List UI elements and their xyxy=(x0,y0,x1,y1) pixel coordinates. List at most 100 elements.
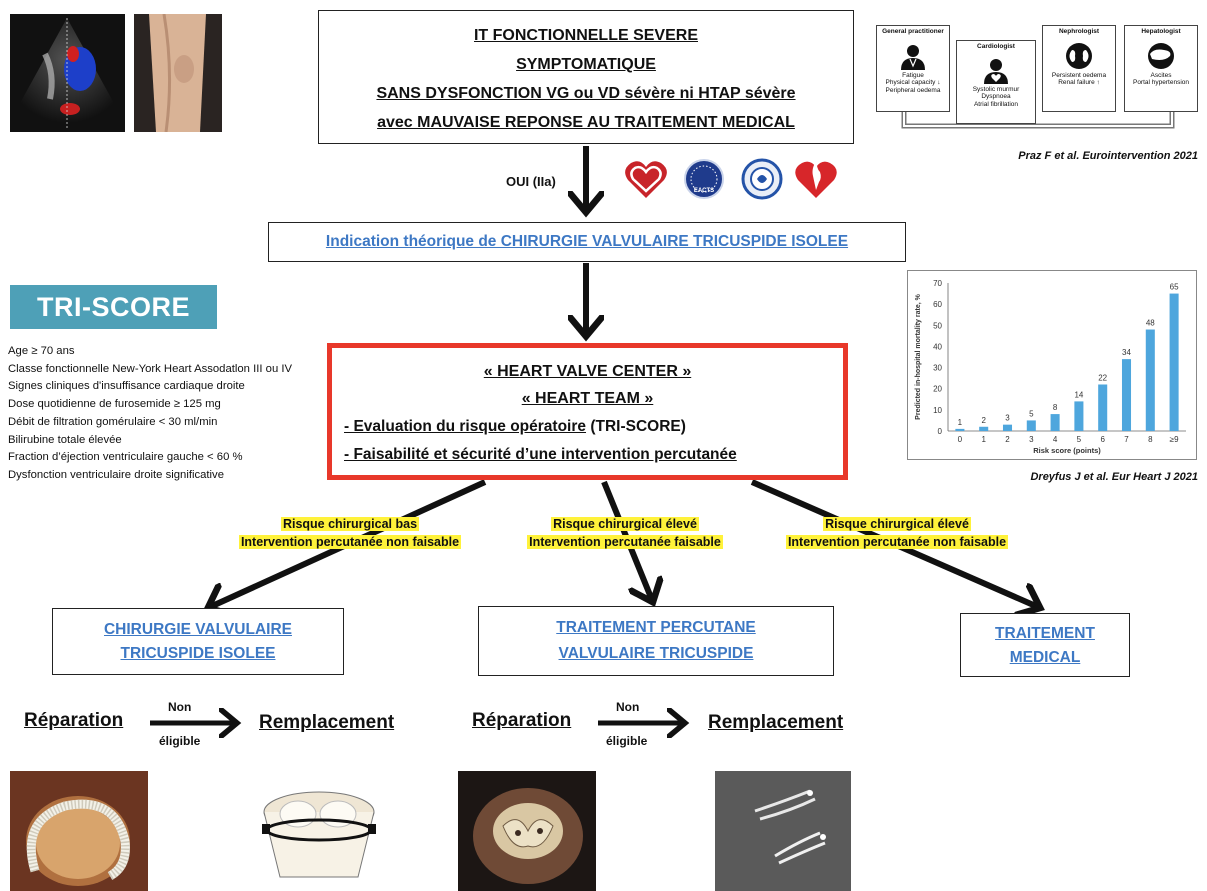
data-label: 8 xyxy=(1053,403,1058,412)
outcome-surgery-box: CHIRURGIE VALVULAIRE TRICUSPIDE ISOLEE xyxy=(52,608,344,675)
criterion: Dose quotidienne de furosemide ≥ 125 mg xyxy=(8,398,221,411)
not-label-left: Non xyxy=(168,700,192,714)
data-label: 48 xyxy=(1146,319,1155,328)
outcome-percutaneous-line-1: TRAITEMENT PERCUTANE xyxy=(556,619,756,636)
criterion: Débit de filtration gomérulaire < 30 ml/… xyxy=(8,415,218,428)
outcome-surgery-line-1: CHIRURGIE VALVULAIRE xyxy=(103,621,292,638)
criterion: Fraction d’éjection ventriculaire gauche… xyxy=(8,451,243,464)
specialists-panel: General practitioner Fatigue Physical ca… xyxy=(872,22,1200,140)
oui-label: OUI (IIa) xyxy=(506,174,556,189)
branch-label-right: Risque chirurgical élevé Intervention pe… xyxy=(752,515,1042,551)
data-label: 1 xyxy=(958,418,963,427)
repair-label-right: Réparation xyxy=(472,710,572,731)
branch-label-left: Risque chirurgical bas Intervention perc… xyxy=(205,515,495,551)
doctor-icon xyxy=(901,44,925,70)
data-label: 14 xyxy=(1074,390,1083,399)
x-tick-label: 3 xyxy=(1029,435,1034,444)
symptom: Fatigue xyxy=(902,71,924,79)
y-tick-label: 10 xyxy=(933,406,942,415)
symptom: Dyspnoea xyxy=(981,93,1011,100)
specialist-title: Nephrologist xyxy=(1058,28,1100,35)
specialist-card-cardiologist: Cardiologist Systolic murmur Dyspnoea At… xyxy=(956,40,1036,124)
criterion: Signes cliniques d'insuffisance cardiaqu… xyxy=(8,380,245,393)
replacement-label-right: Remplacement xyxy=(708,712,844,733)
triscore-criteria: Age ≥ 70 ans Classe fonctionnelle New-Yo… xyxy=(8,343,308,485)
criterion: Age ≥ 70 ans xyxy=(8,345,75,357)
x-tick-label: ≥9 xyxy=(1170,435,1179,444)
top-line-1: IT FONCTIONNELLE SEVERE xyxy=(473,27,698,44)
outcome-medical-box: TRAITEMENT MEDICAL xyxy=(960,613,1130,677)
criterion: Classe fonctionnelle New-York Heart Asso… xyxy=(8,362,293,375)
y-axis-label: Predicted in-hospital mortality rate, % xyxy=(915,293,922,419)
data-label: 65 xyxy=(1170,283,1179,292)
eligible-label-left: éligible xyxy=(159,734,201,748)
bar xyxy=(955,428,965,431)
y-tick-label: 0 xyxy=(938,427,943,436)
echocardiography-image xyxy=(10,14,125,132)
y-tick-label: 40 xyxy=(933,342,942,351)
x-tick-label: 6 xyxy=(1100,435,1105,444)
eacts-label: EACTS xyxy=(694,188,714,194)
annuloplasty-ring-image xyxy=(10,771,148,891)
specialist-title: Cardiologist xyxy=(977,43,1015,50)
y-tick-label: 70 xyxy=(933,279,942,288)
leg-edema-image xyxy=(134,14,222,132)
specialist-title: General practitioner xyxy=(882,28,944,35)
chart-svg: 010203040506070102132538414522634748865≥… xyxy=(915,279,1186,455)
criterion: Dysfonction ventriculaire droite signifi… xyxy=(8,468,224,481)
replacement-label-left: Remplacement xyxy=(259,712,395,733)
branch-left-line-1: Risque chirurgical bas xyxy=(280,517,420,531)
citation-dreyfus: Dreyfus J et al. Eur Heart J 2021 xyxy=(1030,471,1198,483)
outcome-medical-line-2: MEDICAL xyxy=(1009,649,1081,666)
x-tick-label: 2 xyxy=(1005,435,1010,444)
bar xyxy=(1145,329,1155,431)
symptom: Persistent oedema xyxy=(1051,71,1107,79)
branch-label-middle: Risque chirurgical élevé Intervention pe… xyxy=(480,515,770,551)
center-line-1: « HEART VALVE CENTER » xyxy=(483,363,692,380)
repair-label-left: Réparation xyxy=(24,710,124,731)
branch-right-line-1: Risque chirurgical élevé xyxy=(823,517,971,531)
bar xyxy=(1026,420,1036,431)
center-item-2: - Faisabilité et sécurité d’une interven… xyxy=(344,446,737,463)
branch-left-line-2: Intervention percutanée non faisable xyxy=(238,535,462,549)
eacts-icon: EACTS xyxy=(684,159,724,199)
eligible-label-right: éligible xyxy=(606,734,648,748)
symptom: Physical capacity ↓ xyxy=(885,79,941,86)
symptom: Renal failure ↑ xyxy=(1058,79,1100,86)
y-tick-label: 60 xyxy=(933,300,942,309)
x-tick-label: 0 xyxy=(958,435,963,444)
bar xyxy=(1121,359,1132,431)
x-axis-label: Risk score (points) xyxy=(1033,446,1101,455)
bar xyxy=(1002,424,1013,431)
criterion: Bilirubine totale élevée xyxy=(8,433,122,446)
bioprosthetic-valve-image xyxy=(250,782,388,891)
specialist-card-hepatologist: Hepatologist Ascites Portal hypertension xyxy=(1124,25,1198,112)
center-item-1-score: (TRI-SCORE) xyxy=(586,418,686,435)
bar xyxy=(979,426,989,431)
bar xyxy=(1050,414,1060,431)
center-line-2: « HEART TEAM » xyxy=(521,390,654,407)
top-line-3: SANS DYSFONCTION VG ou VD sévère ni HTAP… xyxy=(376,85,796,102)
branch-middle-line-1: Risque chirurgical élevé xyxy=(551,517,699,531)
outcome-medical-line-1: TRAITEMENT xyxy=(995,625,1095,642)
cardiologist-icon xyxy=(984,58,1008,84)
symptom: Atrial fibrillation xyxy=(973,100,1019,108)
fluoroscopy-image xyxy=(715,771,851,891)
triscore-title: TRI-SCORE xyxy=(37,292,190,322)
x-tick-label: 5 xyxy=(1077,435,1082,444)
x-tick-label: 7 xyxy=(1124,435,1129,444)
indication-text: Indication théorique de CHIRURGIE VALVUL… xyxy=(325,233,849,250)
data-label: 5 xyxy=(1029,409,1034,418)
x-tick-label: 1 xyxy=(981,435,986,444)
not-label-right: Non xyxy=(616,700,640,714)
specialist-title: Hepatologist xyxy=(1141,28,1181,35)
y-tick-label: 20 xyxy=(933,385,942,394)
heart-valve-center-box: « HEART VALVE CENTER » « HEART TEAM » - … xyxy=(327,343,848,480)
y-tick-label: 50 xyxy=(933,321,942,330)
center-item-1: - Evaluation du risque opératoire xyxy=(344,418,587,435)
outcome-percutaneous-box: TRAITEMENT PERCUTANE VALVULAIRE TRICUSPI… xyxy=(478,606,834,676)
bar xyxy=(1098,384,1108,431)
top-criteria-box: IT FONCTIONNELLE SEVERE SYMPTOMATIQUE SA… xyxy=(318,10,854,144)
heart-society-icon xyxy=(625,161,667,198)
